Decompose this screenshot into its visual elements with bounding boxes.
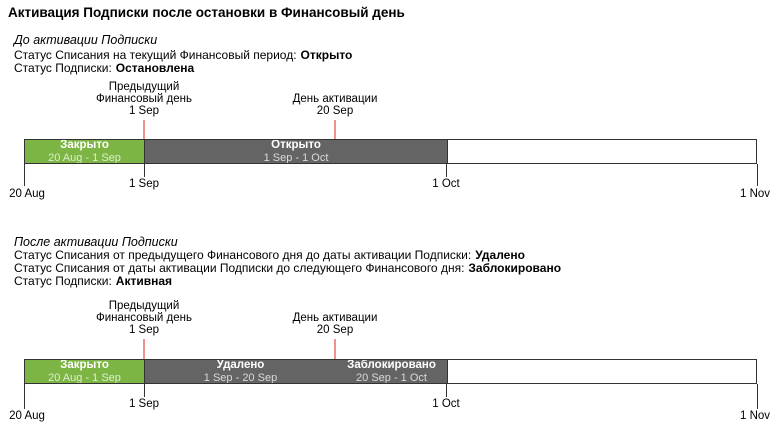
- timeline-after-bar: Закрыто 20 Aug - 1 Sep Удалено 1 Sep - 2…: [24, 359, 757, 384]
- segment-open: Открыто 1 Sep - 1 Oct: [145, 140, 447, 163]
- annotation-date: 20 Sep: [316, 324, 354, 336]
- segment-closed: Закрыто 20 Aug - 1 Sep: [25, 360, 145, 383]
- status-line: Статус Списания от предыдущего Финансово…: [14, 249, 525, 262]
- segment-label: Закрыто: [60, 360, 109, 371]
- axis-label: 1 Nov: [739, 188, 771, 200]
- status-line: Статус Списания от даты активации Подпис…: [14, 262, 561, 275]
- axis-label: 1 Sep: [128, 178, 160, 190]
- timeline-before-bar: Закрыто 20 Aug - 1 Sep Открыто 1 Sep - 1…: [24, 139, 757, 164]
- segment-label: Закрыто: [60, 140, 109, 151]
- segment-blocked: Заблокировано 20 Sep - 1 Oct: [336, 360, 447, 383]
- segment-range: 20 Aug - 1 Sep: [48, 151, 121, 163]
- segment-label: Заблокировано: [347, 360, 436, 371]
- arrow-down-icon: [334, 339, 336, 361]
- segment-label: Удалено: [216, 360, 265, 371]
- axis-label: 1 Oct: [432, 178, 460, 190]
- status-label: Статус Подписки:: [14, 274, 112, 288]
- axis-label: 20 Aug: [9, 188, 45, 200]
- status-line: Статус Списания на текущий Финансовый пе…: [14, 49, 352, 62]
- axis-tick: [24, 164, 25, 186]
- axis-label: 1 Oct: [432, 398, 460, 410]
- axis-label: 1 Nov: [739, 410, 771, 422]
- status-line: Статус Подписки:Активная: [14, 275, 172, 288]
- status-value: Остановлена: [115, 61, 195, 75]
- status-value: Удалено: [475, 248, 525, 262]
- axis-tick: [24, 384, 25, 409]
- axis-label: 1 Sep: [128, 398, 160, 410]
- segment-label: Открыто: [271, 140, 321, 151]
- segment-empty: [447, 360, 756, 383]
- annotation-date: 1 Sep: [128, 105, 160, 117]
- axis-tick: [144, 384, 145, 397]
- annotation-line: Предыдущий: [108, 81, 180, 93]
- axis-tick: [757, 164, 758, 186]
- annotation-line: День активации: [292, 312, 378, 324]
- axis-tick: [144, 164, 145, 177]
- arrow-down-icon: [334, 120, 336, 142]
- status-label: Статус Списания от даты активации Подпис…: [14, 261, 465, 275]
- segment-range: 20 Aug - 1 Sep: [48, 371, 121, 383]
- annotation-date: 20 Sep: [316, 105, 354, 117]
- arrow-down-icon: [143, 120, 145, 142]
- status-value: Заблокировано: [468, 261, 562, 275]
- status-label: Статус Списания на текущий Финансовый пе…: [14, 48, 297, 62]
- annotation-activation-day: День активации 20 Sep: [293, 93, 378, 117]
- axis-tick: [446, 164, 447, 177]
- status-label: Статус Списания от предыдущего Финансово…: [14, 248, 472, 262]
- segment-range: 20 Sep - 1 Oct: [356, 371, 427, 383]
- axis-tick: [446, 384, 447, 397]
- status-value: Активная: [115, 274, 173, 288]
- section-before-header: До активации Подписки: [14, 33, 158, 47]
- axis-label: 20 Aug: [9, 410, 45, 422]
- arrow-down-icon: [143, 339, 145, 361]
- segment-range: 1 Sep - 1 Oct: [263, 151, 329, 163]
- annotation-prev-fin-day: Предыдущий Финансовый день 1 Sep: [96, 300, 192, 336]
- segment-closed: Закрыто 20 Aug - 1 Sep: [25, 140, 145, 163]
- section-after-header: После активации Подписки: [14, 235, 178, 249]
- annotation-prev-fin-day: Предыдущий Финансовый день 1 Sep: [96, 81, 192, 117]
- segment-empty: [447, 140, 756, 163]
- status-label: Статус Подписки:: [14, 61, 112, 75]
- annotation-line: День активации: [292, 93, 378, 105]
- annotation-date: 1 Sep: [128, 324, 160, 336]
- annotation-line: Финансовый день: [96, 93, 192, 105]
- axis-tick: [757, 384, 758, 409]
- annotation-activation-day: День активации 20 Sep: [293, 312, 378, 336]
- annotation-line: Предыдущий: [108, 300, 180, 312]
- status-value: Открыто: [300, 48, 353, 62]
- segment-deleted: Удалено 1 Sep - 20 Sep: [145, 360, 336, 383]
- annotation-line: Финансовый день: [96, 312, 192, 324]
- status-line: Статус Подписки:Остановлена: [14, 62, 194, 75]
- segment-range: 1 Sep - 20 Sep: [203, 371, 278, 383]
- page-title: Активация Подписки после остановки в Фин…: [8, 5, 405, 20]
